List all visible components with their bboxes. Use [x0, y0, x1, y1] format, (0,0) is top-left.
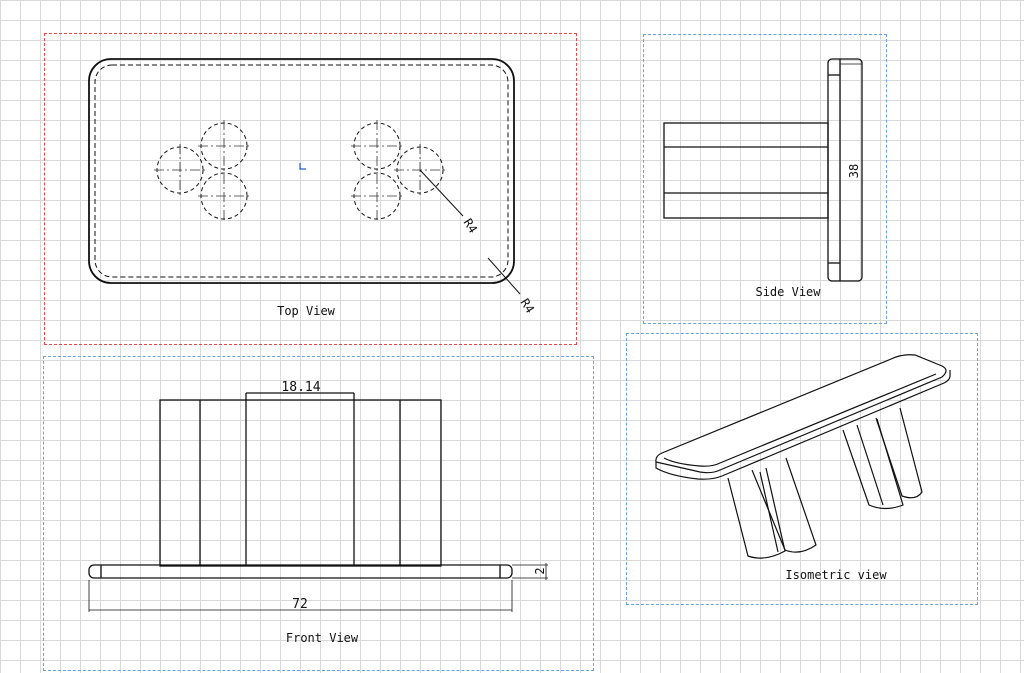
front-view-label: Front View [286, 631, 359, 645]
origin-marker-icon [299, 163, 306, 170]
top-view-drawing [88, 58, 521, 295]
radius-corner-dimension[interactable]: R4 [518, 296, 538, 316]
isometric-drawing [655, 354, 951, 559]
front-view-drawing [88, 392, 548, 612]
side-view-drawing [663, 58, 863, 282]
side-view-frame[interactable] [643, 34, 887, 324]
top-view-label: Top View [277, 304, 336, 318]
thickness-dimension[interactable]: 2 [533, 567, 547, 574]
height-dimension[interactable]: 38 [847, 164, 861, 178]
isometric-view-frame[interactable] [626, 333, 978, 605]
length-dimension[interactable]: 72 [292, 597, 308, 612]
radius-inner-dimension[interactable]: R4 [461, 216, 481, 236]
top-view-frame[interactable] [44, 33, 577, 345]
side-view-label: Side View [755, 285, 821, 299]
front-view-frame[interactable] [43, 356, 594, 671]
isometric-view-label: Isometric view [785, 568, 887, 582]
top-width-dimension[interactable]: 18.14 [281, 380, 320, 395]
